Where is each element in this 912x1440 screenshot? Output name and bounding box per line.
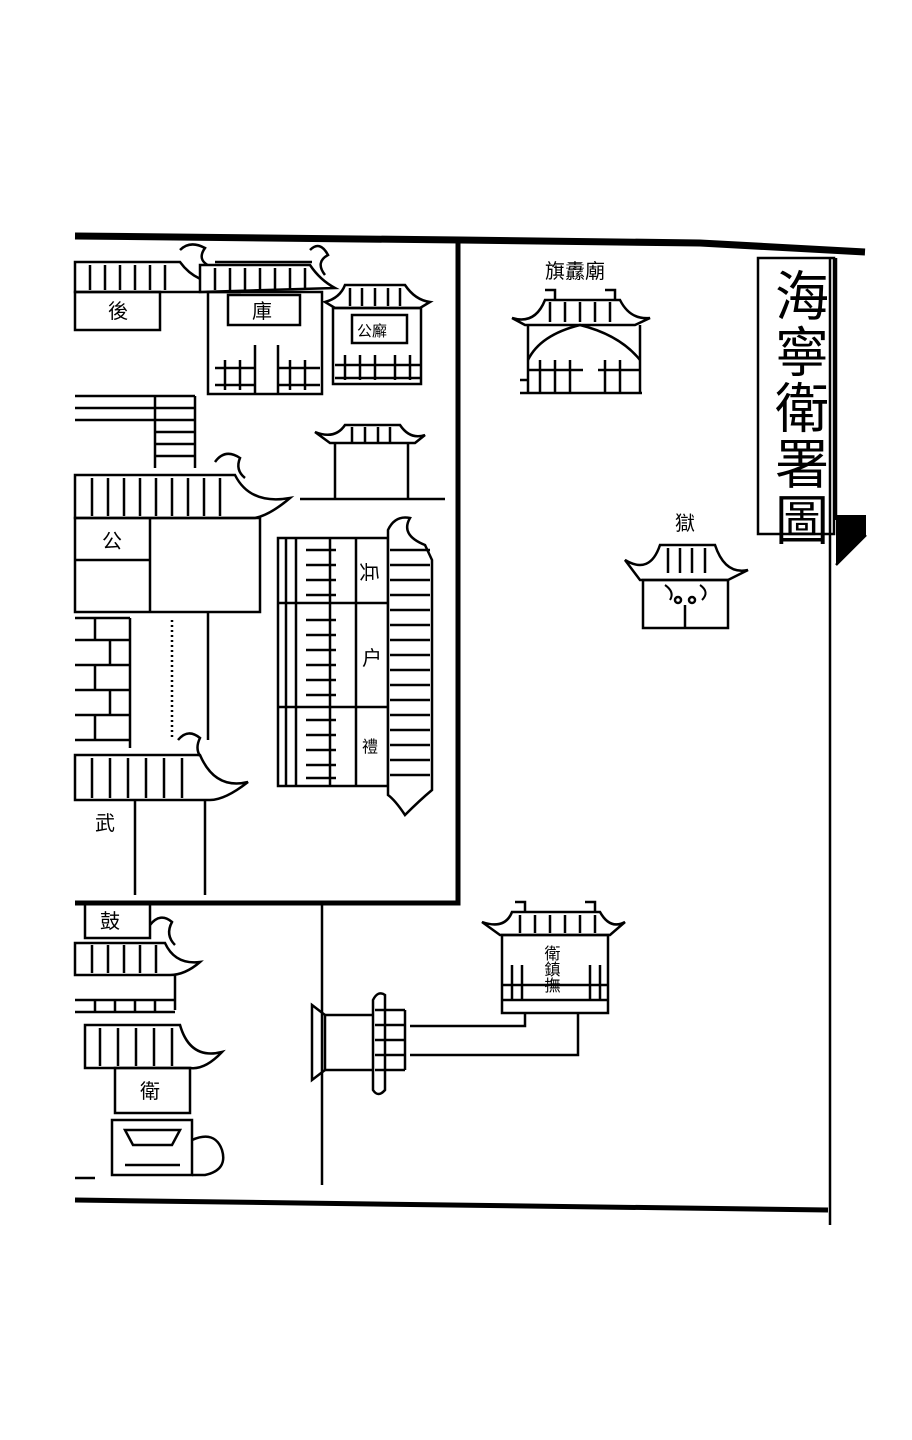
main-hall: 公: [73, 452, 295, 614]
six-boards-hall: 兵 户 禮: [276, 516, 434, 817]
banner-temple: 旗纛廟: [511, 259, 651, 395]
guard-gate: 衛: [75, 1023, 226, 1180]
label-storehouse: 庫: [252, 299, 272, 323]
label-military-hall: 武: [95, 811, 115, 835]
inner-gate: [300, 423, 445, 501]
inner-compound-wall: [75, 240, 461, 1185]
map-title: 海寧衛署圖: [766, 268, 829, 548]
outer-gate: [310, 992, 407, 1096]
label-rear-hall: 後: [108, 299, 128, 323]
steps: [75, 394, 197, 468]
storehouse: 庫: [198, 244, 340, 396]
label-guard-gate: 衛: [140, 1079, 160, 1103]
label-prison: 獄: [675, 511, 695, 535]
label-banner-temple: 旗纛廟: [545, 259, 605, 283]
garrison-office: 衛鎮撫: [410, 900, 626, 1057]
drum-tower: 鼓: [73, 901, 204, 1014]
label-garrison-office: 衛鎮撫: [542, 945, 561, 994]
label-drum-tower: 鼓: [100, 909, 120, 933]
military-hall: 武: [73, 732, 249, 895]
prison: 獄: [624, 511, 749, 630]
label-revenue-office: 户: [362, 646, 382, 670]
label-rites-office: 禮: [362, 737, 378, 756]
label-office-building: 公廨: [357, 322, 387, 340]
label-main-hall: 公: [102, 529, 122, 553]
office-building: 公廨: [321, 283, 434, 386]
brick-wall: [75, 612, 210, 748]
map-frame: [74, 232, 866, 1225]
label-army-office: 兵: [357, 562, 381, 582]
title-cartouche: 海寧衛署圖: [756, 256, 867, 566]
